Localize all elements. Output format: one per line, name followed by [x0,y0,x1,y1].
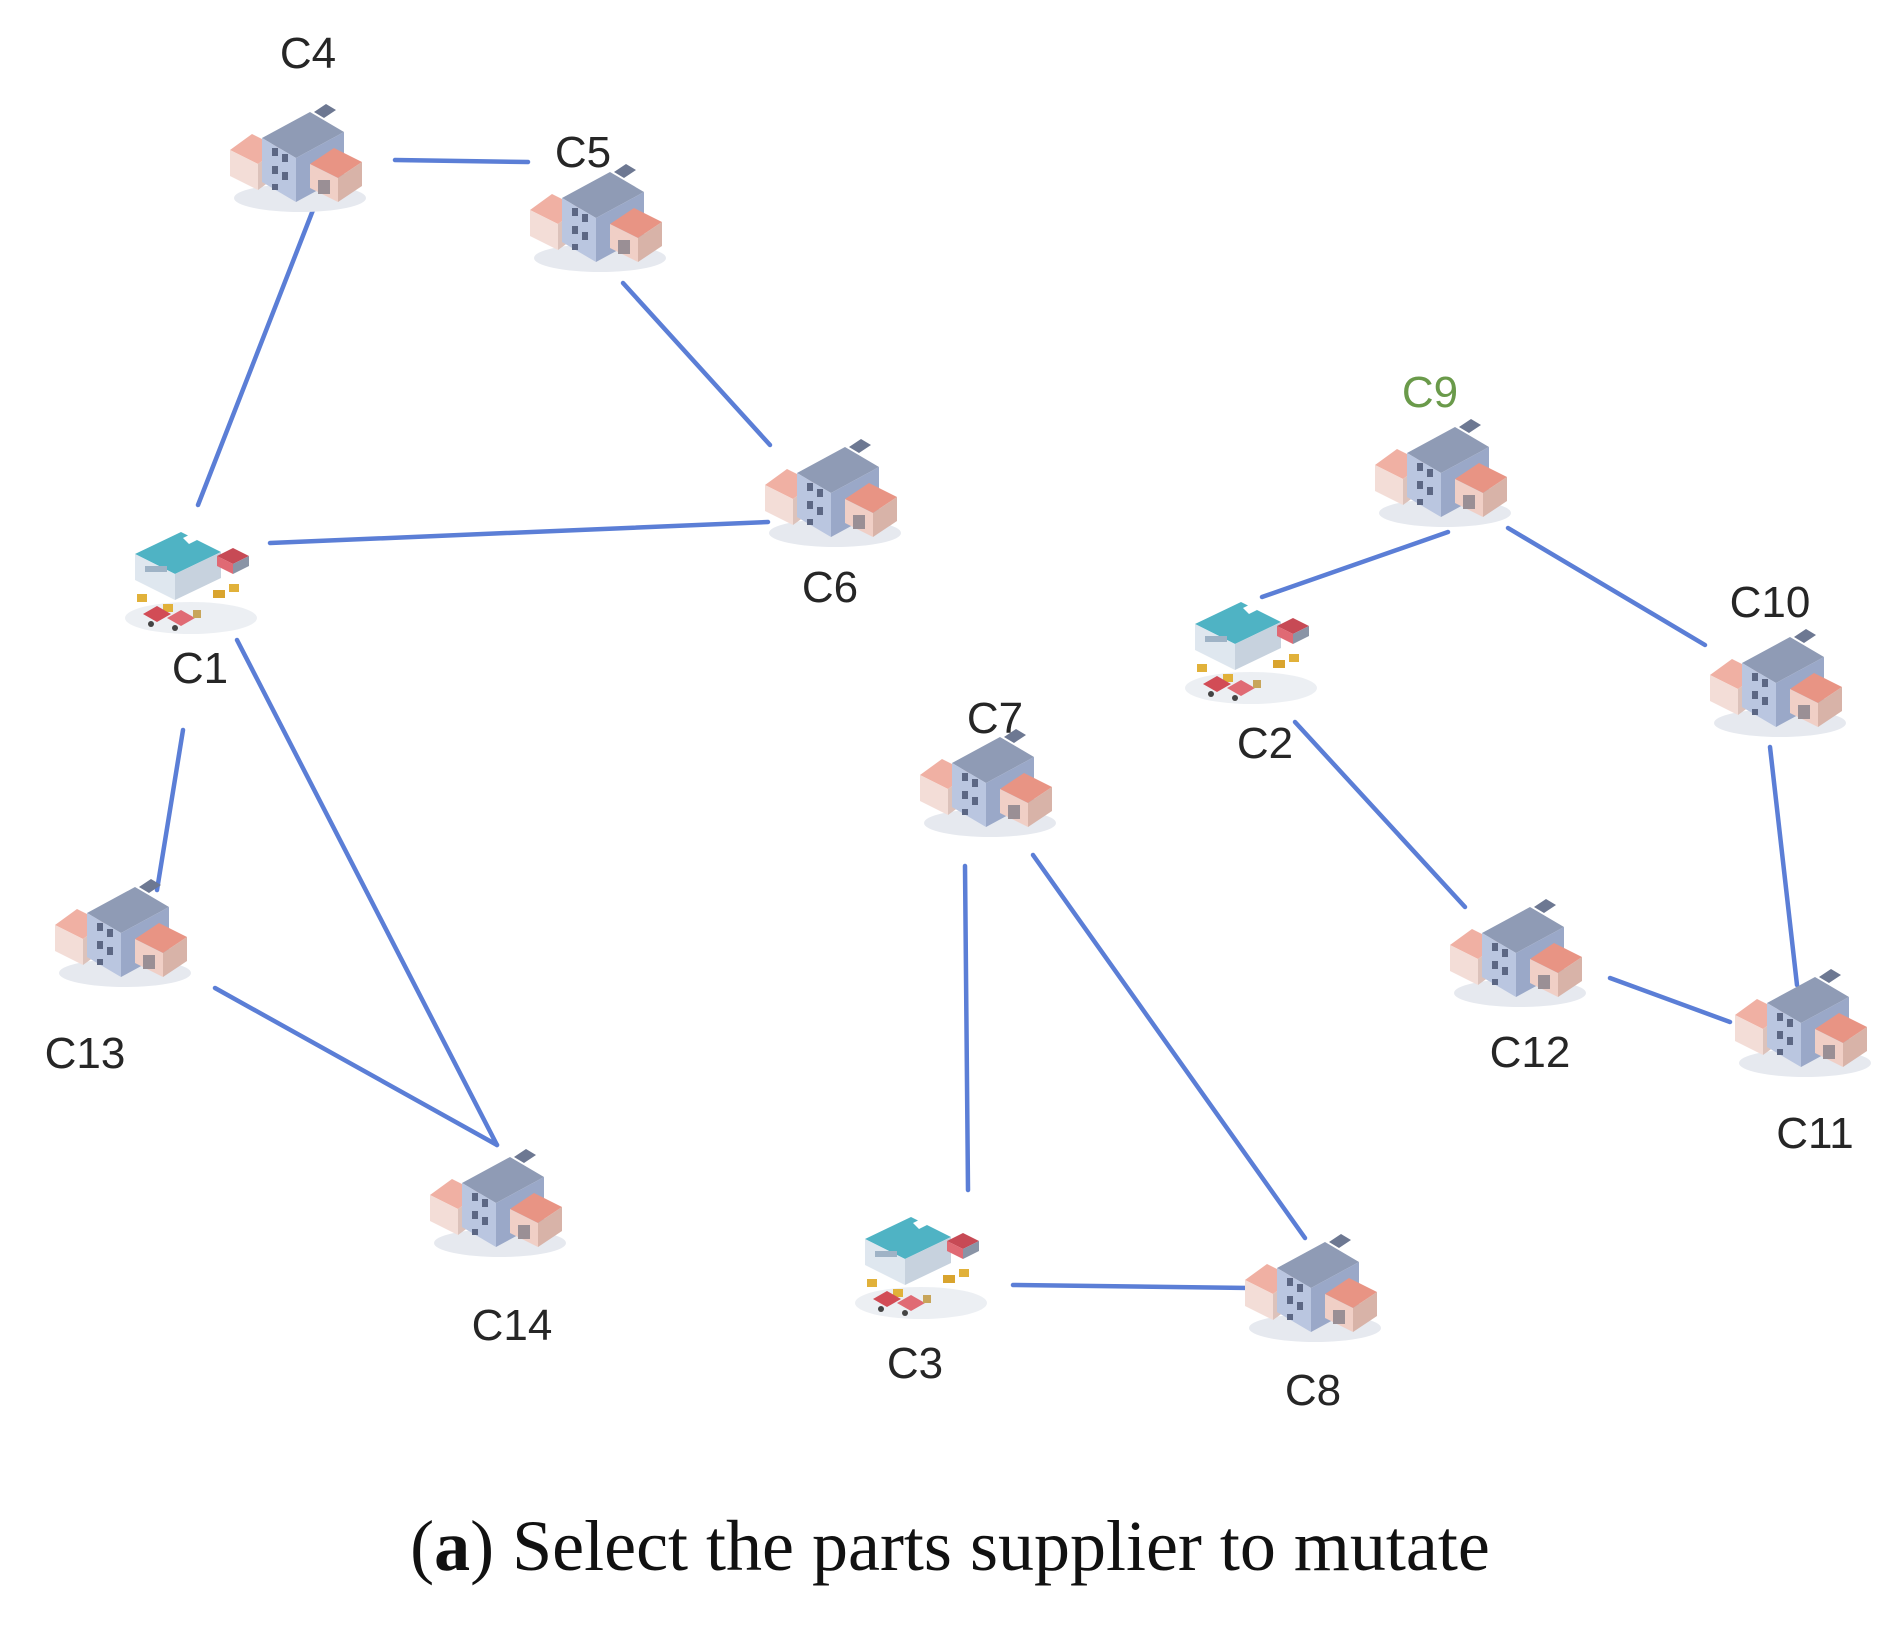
factory-icon [920,729,1056,837]
caption-text: Select the parts supplier to mutate [512,1506,1490,1586]
warehouse-icon [125,532,257,634]
edge-c9-c10 [1505,525,1708,648]
edge-c5-c6 [620,280,773,448]
node-label-c5: C5 [555,128,611,177]
node-label-c8: C8 [1285,1366,1341,1415]
node-label-c12: C12 [1490,1028,1571,1077]
node-label-c7: C7 [967,694,1023,743]
factory-icon [430,1149,566,1257]
node-label-c6: C6 [802,563,858,612]
node-label-c14: C14 [472,1301,553,1350]
node-label-c10: C10 [1730,578,1811,627]
edge-c7-c3 [962,863,971,1193]
node-label-c11: C11 [1776,1109,1853,1158]
factory-icon [1245,1234,1381,1342]
edge-c1-c6 [267,519,771,546]
factory-icon [1710,629,1846,737]
edge-c9-c2 [1259,529,1451,600]
factory-icon [1450,899,1586,1007]
factory-icon [1735,969,1871,1077]
factory-icon [1375,419,1511,527]
node-label-c9: C9 [1402,368,1458,417]
warehouse-icon [855,1217,987,1319]
figure-caption: (a) Select the parts supplier to mutate [410,1506,1490,1586]
factory-icon [55,879,191,987]
edge-c4-c5 [392,157,531,165]
edge-c10-c11 [1767,744,1800,988]
edge-c1-c13 [154,727,186,893]
edges-layer [154,157,1800,1291]
edge-c12-c11 [1607,975,1733,1025]
caption-marker: a [434,1506,471,1586]
warehouse-icon [1185,602,1317,704]
node-label-c1: C1 [172,644,228,693]
node-label-c4: C4 [280,29,336,78]
node-label-c3: C3 [887,1339,943,1388]
node-label-c2: C2 [1237,719,1293,768]
factory-icon [230,104,366,212]
edge-c1-c14 [234,637,500,1148]
edge-c4-c1 [195,207,316,508]
edge-c2-c12 [1292,719,1468,910]
node-label-c13: C13 [45,1029,126,1078]
edge-c13-c14 [212,985,500,1148]
edge-c3-c8 [1010,1282,1253,1291]
factory-icon [530,164,666,272]
edge-c7-c8 [1030,852,1308,1241]
factory-icon [765,439,901,547]
nodes-layer [55,104,1871,1342]
